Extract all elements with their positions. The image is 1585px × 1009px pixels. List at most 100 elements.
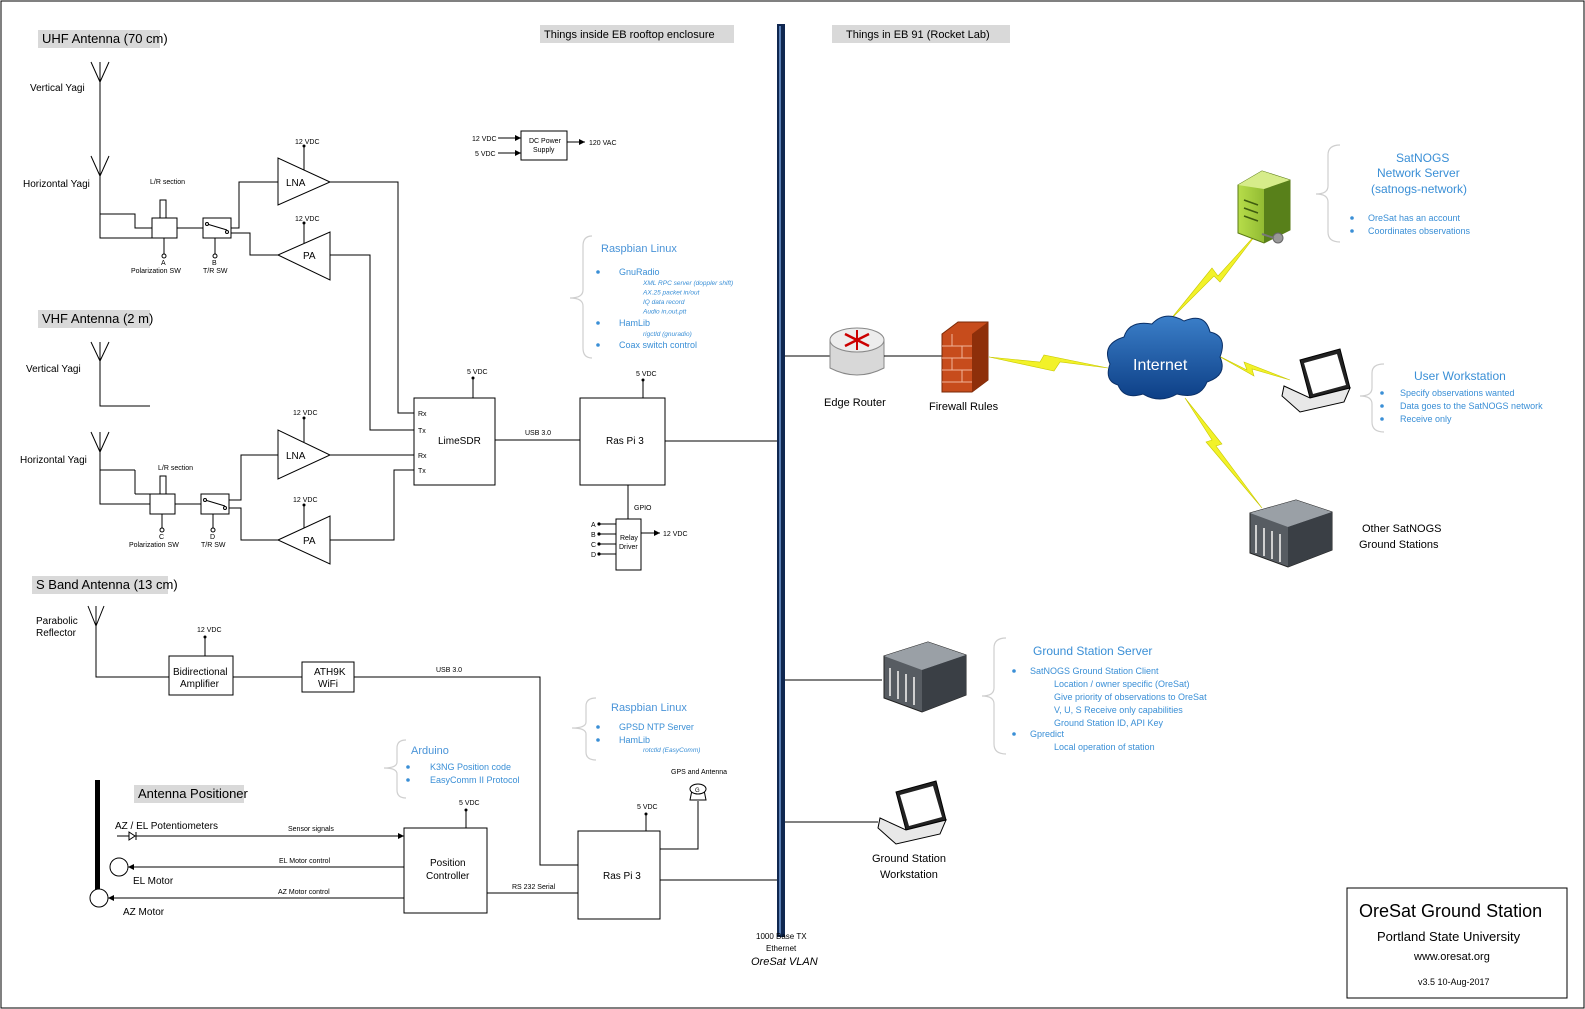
bullet [596,321,600,325]
limesdr-usb-label: USB 3.0 [525,430,551,437]
svg-text:G: G [695,788,700,794]
power-120vac-label: 120 VAC [589,140,617,147]
uhf-pa-amplifier [276,231,331,281]
bolt-internet-user [1214,353,1291,381]
vhf-horizontal-yagi-antenna-icon [90,431,110,455]
controller-vdc: 5 VDC [459,800,480,807]
title-block-org: Portland State University [1377,929,1521,944]
gps-antenna-icon: G [689,783,707,801]
bullet [1012,732,1016,736]
bullet [1350,229,1354,233]
sensor-signals-label: Sensor signals [288,826,334,833]
svg-text:LimeSDR: LimeSDR [438,436,481,447]
gpio-label: GPIO [634,505,652,512]
uhf-vertical-yagi-antenna-icon [90,61,110,85]
list-item: HamLib [619,318,650,328]
gs-ws-label-2: Workstation [880,869,938,881]
list-item: Specify observations wanted [1400,388,1515,398]
list-subitem: Give priority of observations to OreSat [1054,692,1207,702]
svg-text:VHF Antenna (2 m): VHF Antenna (2 m) [42,311,153,326]
svg-text:Ras Pi 3: Ras Pi 3 [606,436,644,447]
vhf-pol-c-label: C [159,534,164,541]
list-item: GnuRadio [619,267,660,277]
vhf-tr-d-label: D [210,534,215,541]
list-subitem: Ground Station ID, API Key [1054,718,1164,728]
svg-text:Things in EB 91 (Rocket Lab): Things in EB 91 (Rocket Lab) [846,29,990,41]
limesdr-tx2: Tx [418,468,426,475]
title-block-url: www.oresat.org [1413,951,1490,963]
uhf-vertical-yagi-label: Vertical Yagi [30,83,85,94]
power-5vdc-label: 5 VDC [475,151,496,158]
raspbian2-title: Raspbian Linux [611,702,687,714]
internet-cloud-icon [1107,315,1223,400]
list-subitem: rotctld (EasyComm) [643,747,700,754]
vhf-pol-sw-label: Polarization SW [129,542,179,549]
raspi-top-box: Ras Pi 3 5 VDC [579,371,666,486]
vhf-lna-vdc: 12 VDC [293,410,318,417]
vhf-tr-switch [200,493,230,515]
svg-text:Driver: Driver [619,544,638,551]
arduino-title: Arduino [411,745,449,757]
list-subitem: AX.25 packet in/out [642,290,701,297]
list-item: Data goes to the SatNOGS network [1400,401,1543,411]
relay-output-dot [597,552,601,556]
bullet [596,270,600,274]
raspi-bottom-box: Ras Pi 3 5 VDC [577,804,661,920]
internet-label: Internet [1133,357,1188,374]
az-motor-icon [89,888,109,908]
vhf-tr-sw-label: T/R SW [201,542,226,549]
vhf-pa-label: PA [303,536,316,547]
ground-station-laptop-icon [877,780,947,845]
limesdr-vdc: 5 VDC [467,369,488,376]
user-laptop-icon [1281,348,1351,413]
bolt-firewall-internet [988,354,1109,372]
vhf-pa-vdc: 12 VDC [293,497,318,504]
vhf-header: VHF Antenna (2 m) [38,310,153,328]
vhf-vertical-yagi-antenna-icon [90,341,110,364]
relay-output-dot [597,522,601,526]
uhf-lna-label: LNA [286,178,306,189]
gs-server-title: Ground Station Server [1033,644,1152,658]
list-item: GPSD NTP Server [619,722,694,732]
potentiometers-label: AZ / EL Potentiometers [115,821,218,832]
uhf-tr-switch [202,217,232,239]
relay-output-dot [597,542,601,546]
limesdr-box: LimeSDR Rx Tx Rx Tx 5 VDC [413,369,496,486]
raspbian1-title: Raspbian Linux [601,243,677,255]
svg-text:Antenna Positioner: Antenna Positioner [138,786,249,801]
other-stations-server-icon [1249,499,1333,568]
user-ws-title: User Workstation [1414,369,1506,383]
raspi-top-vdc: 5 VDC [636,371,657,378]
bullet [1012,669,1016,673]
svg-text:ATH9K: ATH9K [314,667,346,678]
vhf-lna-amplifier [277,429,332,480]
relay-output-label: B [591,532,596,539]
svg-text:Things inside EB rooftop enclo: Things inside EB rooftop enclosure [544,29,715,41]
satnogs-server-brace [1315,144,1341,243]
list-item: K3NG Position code [430,762,511,772]
svg-text:DC Power: DC Power [529,138,562,145]
gs-server-brace [981,637,1007,755]
raspi-bottom-vdc: 5 VDC [637,804,658,811]
edge-router-label: Edge Router [824,397,886,409]
vhf-direction-note: L/R section [158,465,193,472]
svg-text:Ras Pi 3: Ras Pi 3 [603,871,641,882]
svg-text:Bidirectional: Bidirectional [173,667,227,678]
bullet [1380,404,1384,408]
firewall-icon [941,321,989,393]
list-subitem: Audio in,out,ptt [642,309,688,316]
list-subitem: XML RPC server (doppler shift) [642,280,733,287]
svg-text:Position: Position [430,858,466,869]
list-item: Coax switch control [619,340,697,350]
dc-power-supply: DC Power Supply 12 VDC 5 VDC 120 VAC [472,130,617,161]
bullet [1380,391,1384,395]
position-controller-box: Position Controller 5 VDC [403,800,488,914]
list-item: SatNOGS Ground Station Client [1030,666,1159,676]
uhf-pa-label: PA [303,251,316,262]
raspbian2-brace [571,697,597,761]
